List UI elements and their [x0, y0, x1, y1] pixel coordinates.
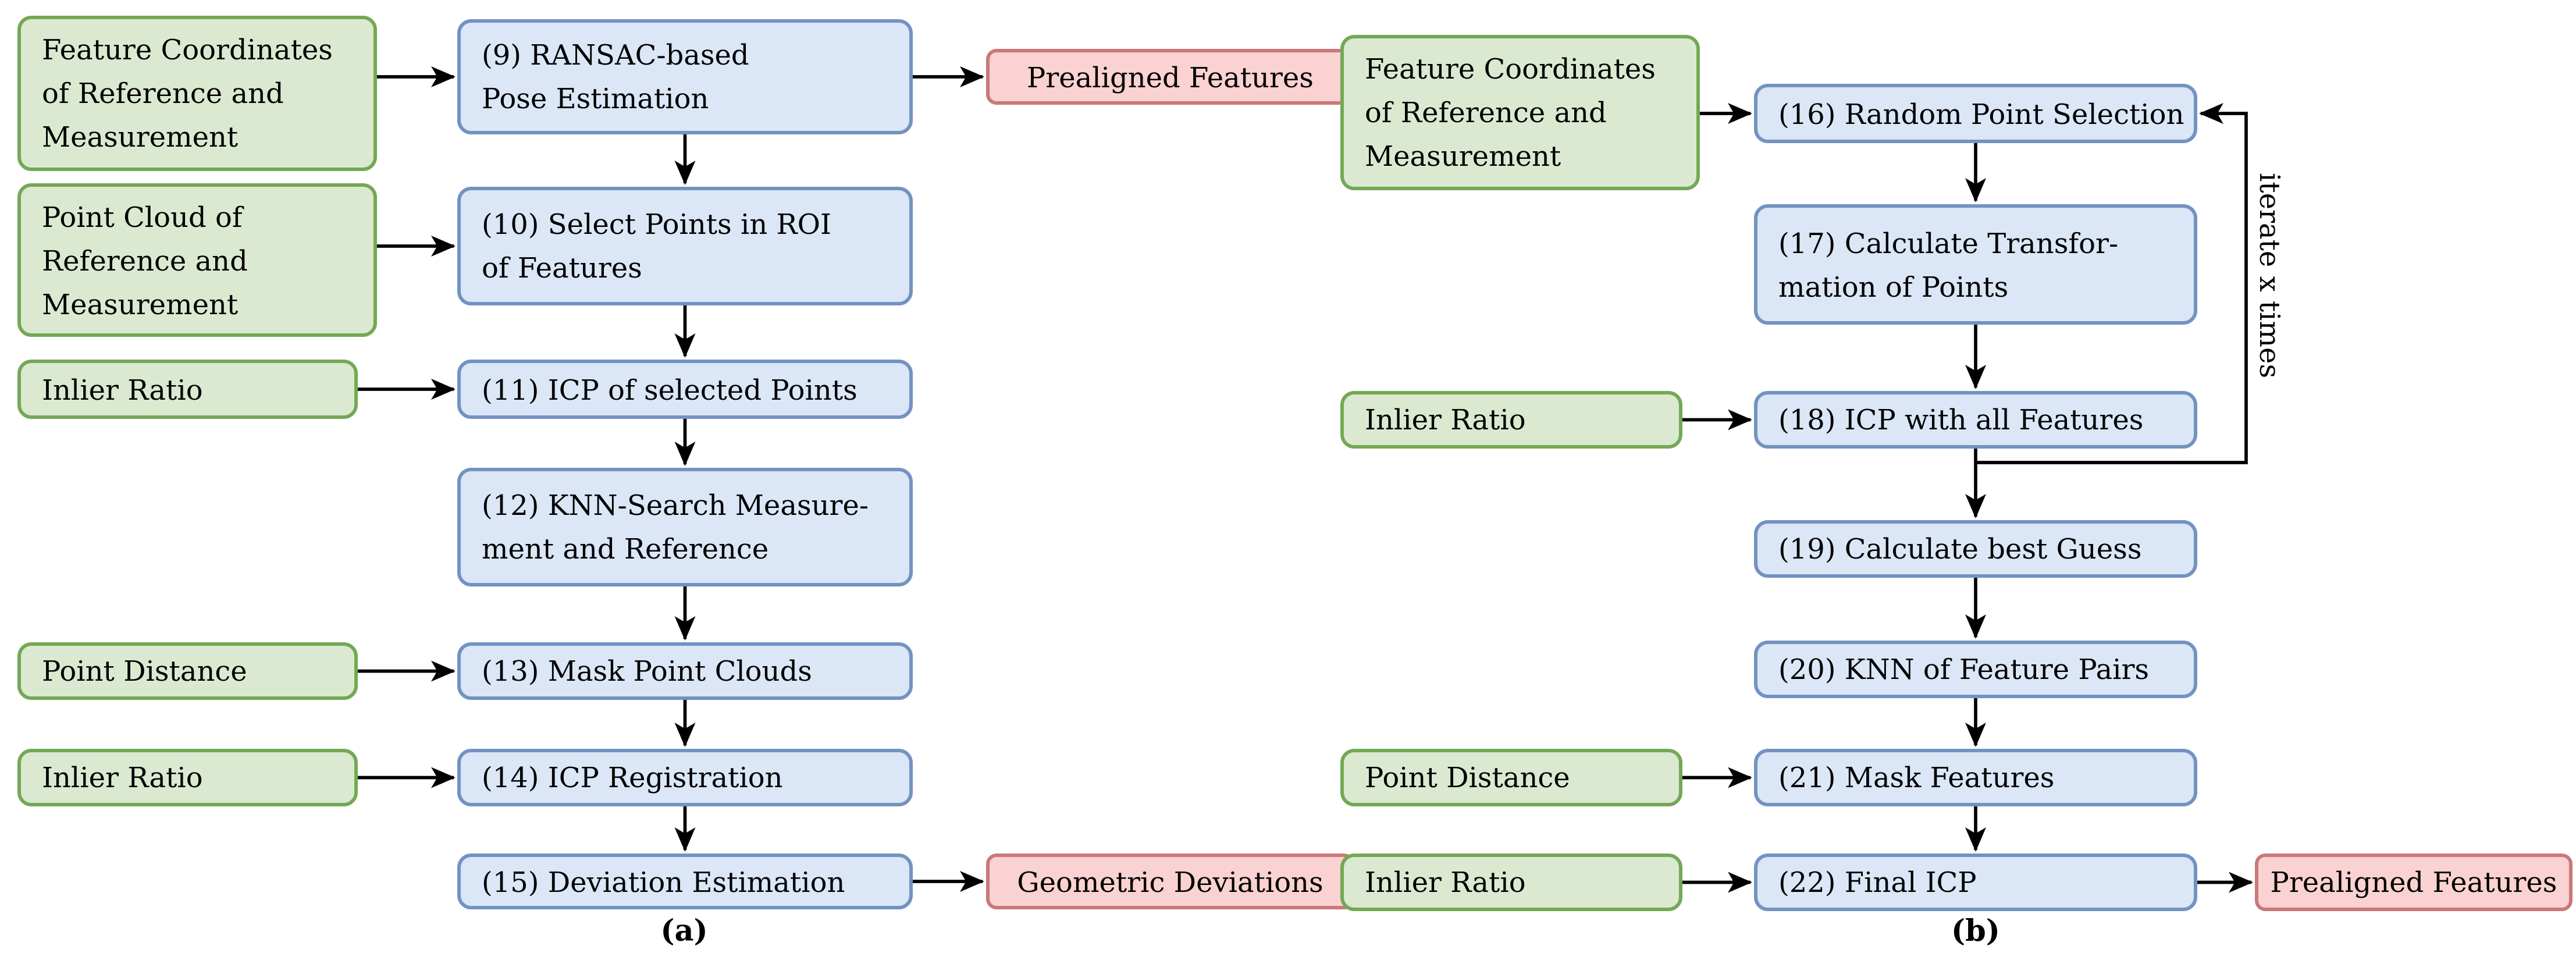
step-label-line: (9) RANSAC-based	[482, 38, 749, 72]
input-inlier-ratio-1-b: Inlier Ratio	[1340, 391, 1682, 449]
input-point-distance-a: Point Distance	[17, 642, 358, 700]
input-inlier-ratio-2-a: Inlier Ratio	[17, 749, 358, 806]
step-19-calculate-best-guess: (19) Calculate best Guess	[1754, 520, 2197, 578]
step-label: (15) Deviation Estimation	[482, 865, 845, 898]
step-label: (22) Final ICP	[1778, 866, 1977, 899]
input-feature-coordinates-a: Feature Coordinates of Reference and Mea…	[17, 16, 377, 171]
input-label: Point Distance	[1365, 761, 1570, 794]
step-10-select-points-roi: (10) Select Points in ROI of Features	[457, 187, 913, 305]
input-label: Inlier Ratio	[42, 761, 203, 794]
input-label-line: Point Cloud of	[42, 200, 243, 233]
output-label: Geometric Deviations	[1017, 865, 1323, 898]
output-geometric-deviations: Geometric Deviations	[986, 854, 1354, 909]
output-prealigned-features-b: Prealigned Features	[2255, 854, 2573, 911]
step-label: (21) Mask Features	[1778, 761, 2055, 794]
input-inlier-ratio-1-a: Inlier Ratio	[17, 360, 358, 419]
step-label: (13) Mask Point Clouds	[482, 655, 812, 688]
output-label: Prealigned Features	[2270, 866, 2557, 899]
step-20-knn-feature-pairs: (20) KNN of Feature Pairs	[1754, 641, 2197, 698]
input-inlier-ratio-2-b: Inlier Ratio	[1340, 854, 1682, 911]
input-label: Inlier Ratio	[1365, 866, 1526, 899]
step-label: (19) Calculate best Guess	[1778, 532, 2142, 566]
step-17-calculate-transformation: (17) Calculate Transfor- mation of Point…	[1754, 204, 2197, 325]
step-label: (16) Random Point Selection	[1778, 97, 2184, 130]
step-13-mask-point-clouds: (13) Mask Point Clouds	[457, 642, 913, 700]
input-label: Inlier Ratio	[42, 372, 203, 406]
step-label: (11) ICP of selected Points	[482, 372, 858, 406]
step-label-line: mation of Points	[1778, 269, 2009, 303]
step-22-final-icp: (22) Final ICP	[1754, 854, 2197, 911]
iterate-loop-label: iterate x times	[2253, 173, 2286, 379]
caption-a: (a)	[660, 915, 708, 950]
input-label-line: Feature Coordinates	[42, 33, 333, 66]
step-label: (20) KNN of Feature Pairs	[1778, 653, 2150, 686]
step-12-knn-search: (12) KNN-Search Measure- ment and Refere…	[457, 468, 913, 586]
step-label: (14) ICP Registration	[482, 761, 783, 794]
input-label-line: Measurement	[1365, 140, 1561, 173]
step-9-ransac-pose-estimation: (9) RANSAC-based Pose Estimation	[457, 19, 913, 134]
step-18-icp-all-features: (18) ICP with all Features	[1754, 391, 2197, 449]
input-label: Inlier Ratio	[1365, 403, 1526, 436]
step-label-line: Pose Estimation	[482, 82, 709, 115]
caption-b: (b)	[1951, 915, 2000, 950]
output-label: Prealigned Features	[1027, 60, 1314, 94]
step-11-icp-selected-points: (11) ICP of selected Points	[457, 360, 913, 419]
step-label-line: (17) Calculate Transfor-	[1778, 226, 2119, 259]
input-label-line: of Reference and	[42, 77, 284, 110]
input-label-line: Reference and	[42, 243, 248, 277]
step-21-mask-features: (21) Mask Features	[1754, 749, 2197, 806]
input-label-line: Measurement	[42, 287, 239, 321]
input-label-line: Measurement	[42, 120, 239, 154]
step-16-random-point-selection: (16) Random Point Selection	[1754, 84, 2197, 143]
step-15-deviation-estimation: (15) Deviation Estimation	[457, 854, 913, 909]
input-point-cloud-a: Point Cloud of Reference and Measurement	[17, 183, 377, 337]
step-label-line: (12) KNN-Search Measure-	[482, 489, 869, 522]
output-prealigned-features-a: Prealigned Features	[986, 49, 1354, 105]
input-label: Point Distance	[42, 655, 247, 688]
input-label-line: Feature Coordinates	[1365, 52, 1656, 86]
input-point-distance-b: Point Distance	[1340, 749, 1682, 806]
step-label-line: of Features	[482, 251, 642, 285]
input-label-line: of Reference and	[1365, 96, 1607, 129]
step-14-icp-registration: (14) ICP Registration	[457, 749, 913, 806]
step-label: (18) ICP with all Features	[1778, 403, 2144, 436]
step-label-line: (10) Select Points in ROI	[482, 208, 831, 241]
input-feature-coordinates-b: Feature Coordinates of Reference and Mea…	[1340, 35, 1700, 190]
step-label-line: ment and Reference	[482, 532, 769, 566]
